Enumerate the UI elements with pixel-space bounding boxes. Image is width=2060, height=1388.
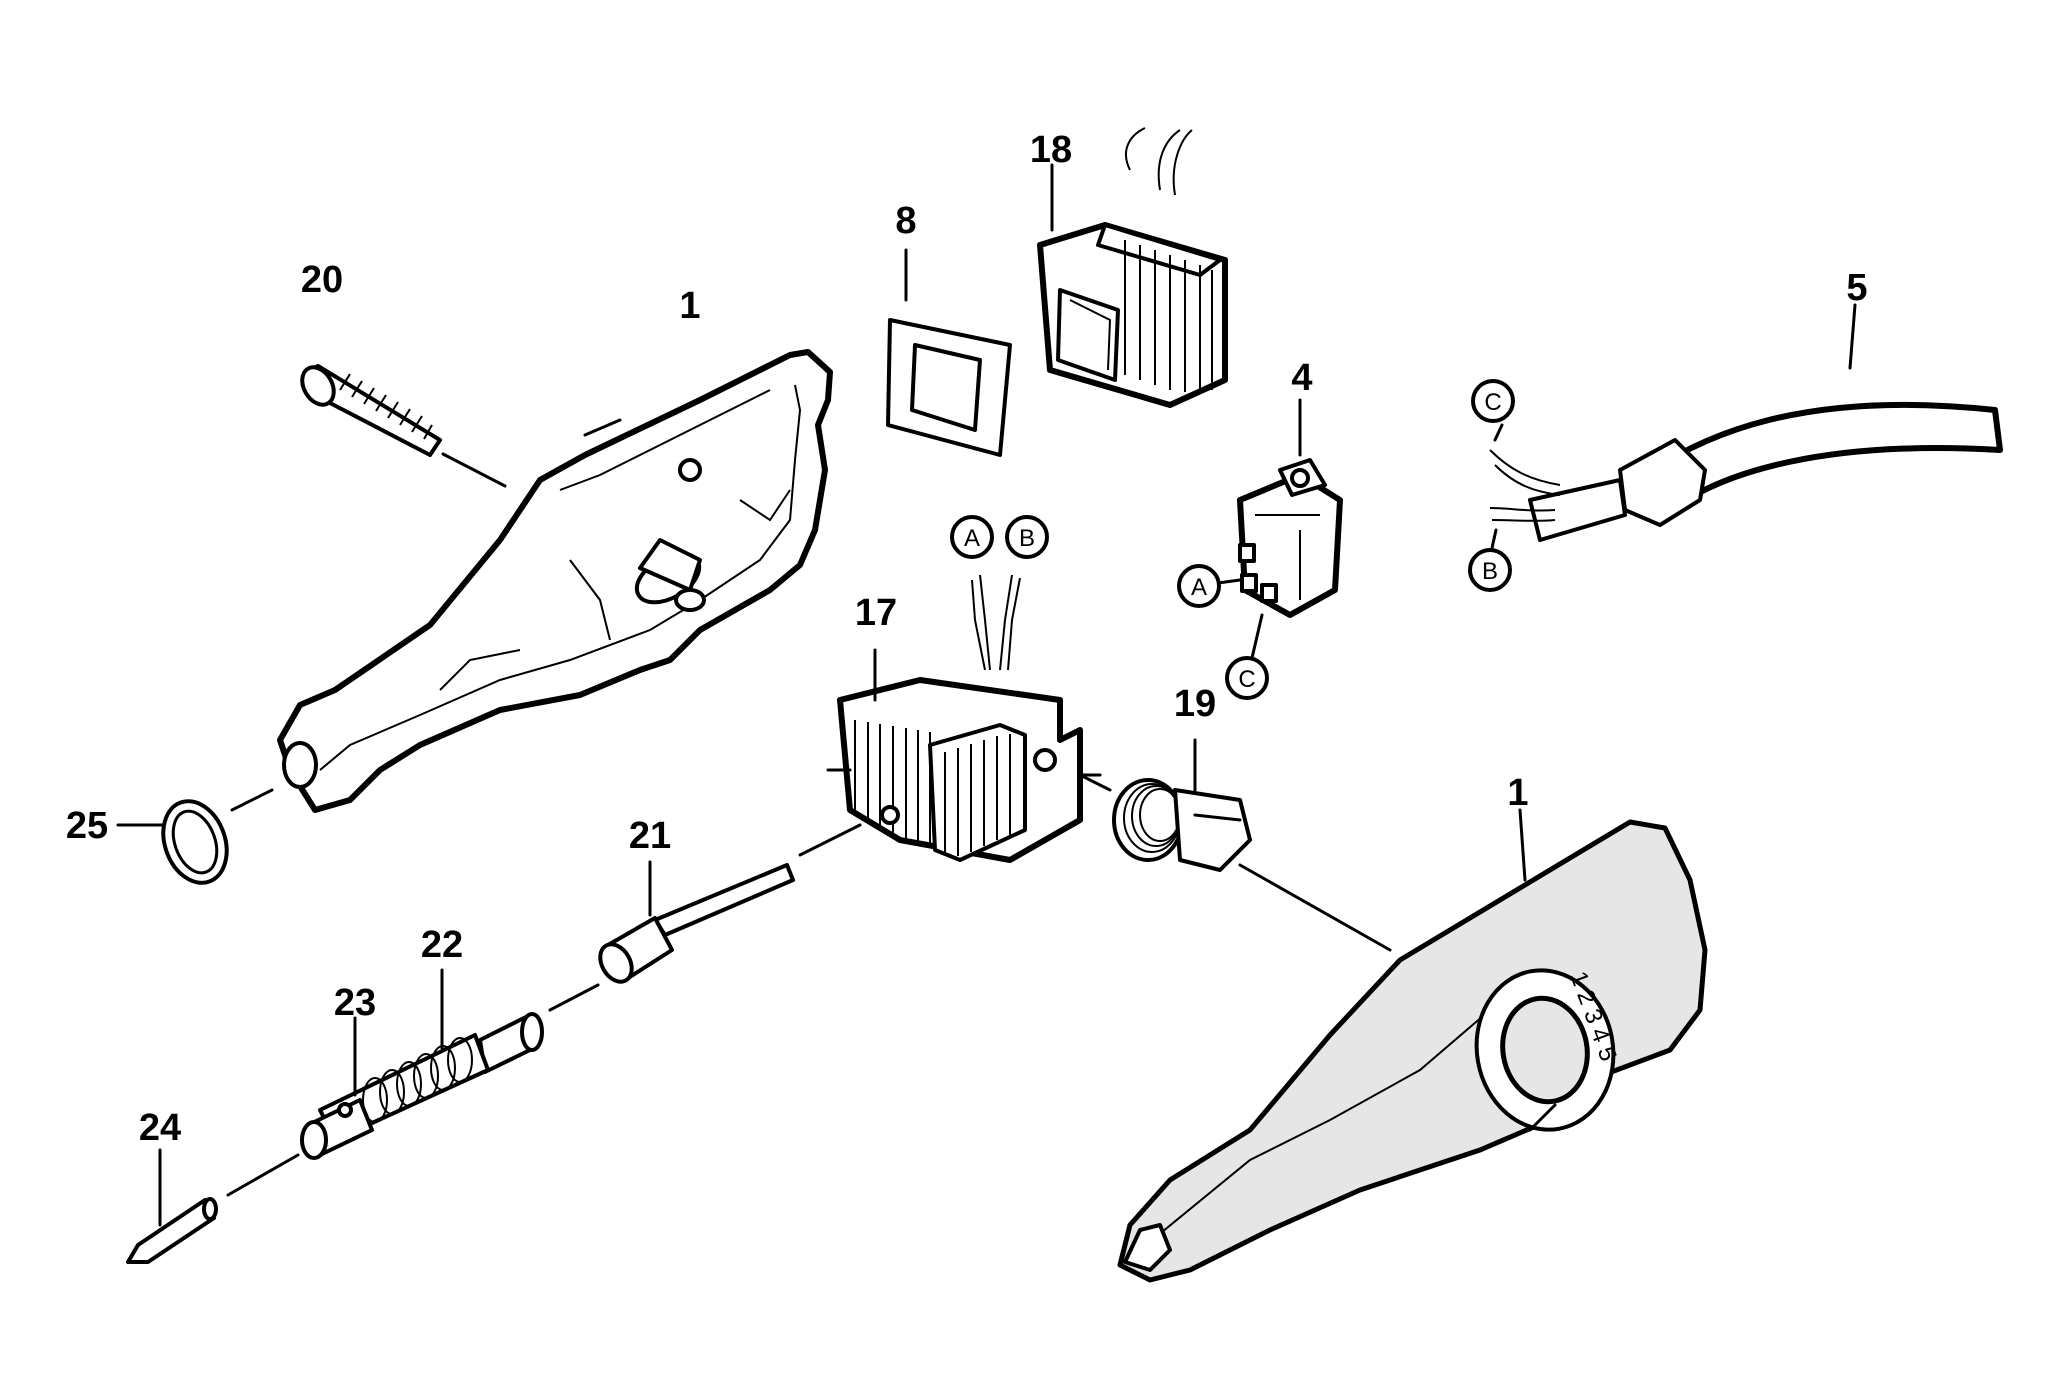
plate-part-8	[886, 248, 1012, 457]
switch-part-4	[1216, 398, 1343, 660]
connector-markers: A B A C C B	[950, 379, 1515, 700]
part-label-21: 21	[629, 815, 671, 857]
pin-part-21	[598, 860, 795, 984]
connector-label-a-switch: A	[1191, 574, 1207, 601]
part-label-20: 20	[301, 259, 343, 301]
plunger-part-22-23	[300, 968, 600, 1160]
part-label-22: 22	[421, 924, 463, 966]
part-label-1-upper: 1	[679, 285, 700, 327]
pin-part-24	[126, 1148, 300, 1264]
screw-part-20	[300, 364, 507, 488]
part-label-4: 4	[1291, 357, 1312, 399]
fitting-part-19	[1112, 738, 1392, 952]
part-label-17: 17	[855, 592, 897, 634]
part-label-24: 24	[139, 1107, 181, 1149]
part-label-25: 25	[66, 805, 108, 847]
coil-part-18	[1037, 127, 1228, 408]
cord-part-5	[1489, 303, 2003, 550]
transformer-part-17	[798, 574, 1112, 863]
part-label-5: 5	[1846, 267, 1867, 309]
connector-label-c-cord: C	[1484, 389, 1501, 416]
part-label-23: 23	[334, 982, 376, 1024]
part-label-18: 18	[1030, 129, 1072, 171]
connector-label-b-cord: B	[1482, 558, 1498, 585]
part-label-1-lower: 1	[1507, 772, 1528, 814]
connector-label-c-switch: C	[1238, 666, 1255, 693]
part-number-labels: 1 1 4 5 8 17 18 19 20 21 22 23 24 25	[66, 129, 1868, 1149]
part-label-8: 8	[895, 200, 916, 242]
housing-half-part-1-upper	[277, 349, 833, 813]
connector-label-a-coil: A	[964, 525, 980, 552]
connector-label-b-coil: B	[1019, 525, 1035, 552]
part-label-19: 19	[1174, 683, 1216, 725]
housing-half-part-1-lower: 1 2 3 4 5	[1117, 808, 1708, 1283]
ring-part-25	[116, 788, 274, 885]
